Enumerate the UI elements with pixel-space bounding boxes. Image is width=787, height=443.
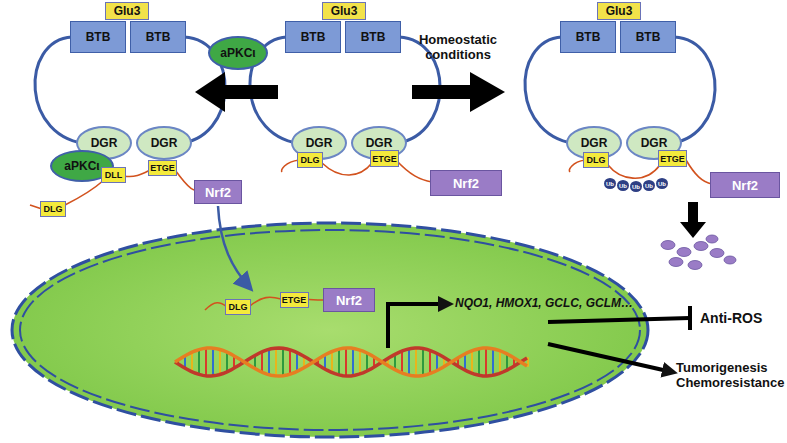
btb-box: BTB (130, 21, 186, 53)
motif-box: ETGE (370, 150, 399, 167)
node-text: BTB (576, 30, 601, 44)
btb-box: BTB (285, 21, 341, 53)
node-text: DLL (105, 170, 123, 180)
node-text: ETGE (660, 154, 685, 164)
dgr-oval: DGR (136, 126, 192, 160)
node-text: DGR (91, 136, 118, 150)
node-text: BTB (636, 30, 661, 44)
node-text: DLG (587, 155, 606, 165)
glu3-box: Glu3 (105, 2, 149, 20)
node-text: Ub (619, 183, 627, 189)
glu3-box: Glu3 (597, 2, 641, 20)
node-text: Nrf2 (205, 185, 231, 200)
node-text: Glu3 (606, 4, 633, 18)
dna-helix (175, 348, 528, 376)
ubiquitin-circle: Ub (604, 178, 616, 189)
node-text: BTB (146, 30, 171, 44)
ubiquitin-circle: Ub (617, 180, 629, 191)
node-text: ETGE (372, 154, 397, 164)
motif-box: DLG (225, 299, 251, 315)
degraded-fragments (661, 235, 736, 270)
glu3-box: Glu3 (322, 2, 366, 20)
nrf2-box: Nrf2 (194, 180, 242, 204)
motif-box: DLL (101, 167, 126, 183)
node-text: Nrf2 (336, 293, 362, 308)
nrf2-box: Nrf2 (710, 172, 780, 198)
node-text: aPKCι (220, 46, 255, 60)
motif-box: ETGE (658, 150, 687, 167)
nucleus (12, 223, 648, 437)
big-arrow-right (412, 72, 505, 112)
effect-label: Anti-ROS (700, 310, 780, 326)
node-text: Nrf2 (732, 178, 758, 193)
node-text: aPKCι (64, 159, 99, 173)
gene-list: NQO1, HMOX1, GCLC, GCLM… (455, 296, 615, 310)
node-text: ETGE (150, 163, 175, 173)
nrf2-box: Nrf2 (323, 288, 375, 312)
node-text: BTB (86, 30, 111, 44)
degradation-arrow (680, 202, 706, 238)
effect-label: Tumorigenesis Chemoresistance (676, 360, 784, 390)
node-text: Ub (606, 181, 614, 187)
node-text: BTB (301, 30, 326, 44)
nrf2-box: Nrf2 (430, 170, 502, 196)
btb-box: BTB (620, 21, 676, 53)
node-text: Ub (632, 184, 640, 190)
node-text: DGR (306, 136, 333, 150)
ubiquitin-circle: Ub (630, 181, 642, 192)
motif-box: DLG (583, 152, 609, 168)
inhibition-bar (688, 306, 692, 330)
node-text: ETGE (282, 295, 307, 305)
ubiquitin-circle: Ub (656, 178, 668, 189)
node-text: DLG (301, 155, 320, 165)
nucleus-inner (20, 230, 640, 430)
motif-box: ETGE (148, 160, 177, 176)
effect-arrow (548, 344, 672, 372)
node-text: DGR (581, 136, 608, 150)
node-text: Glu3 (114, 4, 141, 18)
node-text: Glu3 (331, 4, 358, 18)
btb-box: BTB (560, 21, 616, 53)
inhibition-line (548, 318, 690, 322)
btb-box: BTB (345, 21, 401, 53)
node-text: DLG (44, 204, 63, 214)
node-text: Ub (658, 181, 666, 187)
node-text: Ub (645, 183, 653, 189)
motif-box: DLG (297, 152, 323, 168)
translocation-arrow (218, 206, 250, 288)
node-text: Nrf2 (453, 176, 479, 191)
node-text: DGR (151, 136, 178, 150)
node-text: DGR (641, 136, 668, 150)
motif-box: ETGE (280, 292, 309, 308)
ubiquitin-circle: Ub (643, 180, 655, 191)
apkc-oval: aPKCι (208, 36, 268, 70)
condition-label: Homeostatic conditions (412, 32, 504, 62)
transcription-arrow (388, 304, 448, 348)
btb-box: BTB (70, 21, 126, 53)
motif-box: DLG (40, 201, 66, 217)
node-text: DLG (229, 302, 248, 312)
node-text: BTB (361, 30, 386, 44)
node-text: DGR (366, 136, 393, 150)
big-arrow-left (195, 72, 278, 112)
